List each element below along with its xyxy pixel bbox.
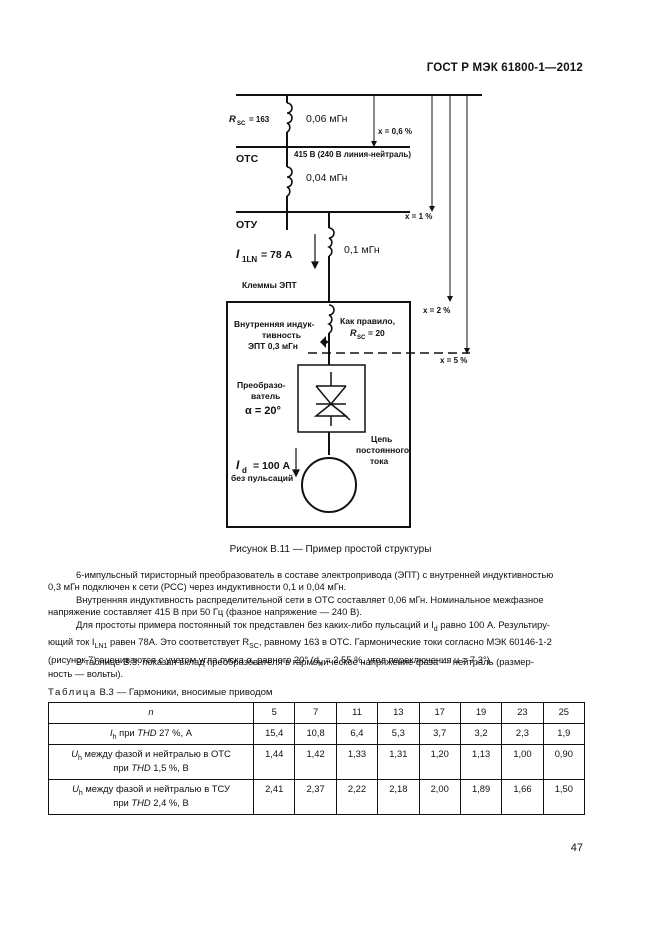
- table-cell: 1,13: [459, 744, 503, 780]
- table-cell: 1,66: [501, 779, 544, 815]
- label-x-06: x = 0,6 %: [378, 127, 412, 136]
- id-symbol: I: [236, 458, 240, 472]
- i1ln-sub: 1LN: [242, 255, 257, 264]
- col-header: 5: [252, 702, 296, 724]
- table-cell: 1,33: [335, 744, 379, 780]
- page-number: 47: [570, 842, 583, 854]
- i1ln-symbol: I: [236, 247, 240, 261]
- label-l-004: 0,04 мГн: [306, 172, 348, 184]
- table-header-row: n 5 7 11 13 17 19 23 25: [48, 702, 586, 724]
- table-cell: 2,41: [252, 779, 296, 815]
- table-cell: 5,3: [377, 723, 420, 745]
- label-oty: ОТУ: [236, 219, 258, 231]
- dc-circuit-circle: [301, 457, 357, 513]
- rsc-163-value: = 163: [249, 115, 270, 124]
- col-header: 13: [377, 702, 420, 724]
- table-cell: 2,3: [501, 723, 544, 745]
- circuit-diagram: R SC = 163 0,06 мГн x = 0,6 % ОТС 415 В …: [226, 94, 482, 528]
- row-label-ih: Ih при THD 27 %, А: [48, 723, 254, 745]
- paragraph-2: Внутренняя индуктивность распределительн…: [48, 594, 544, 618]
- rsc-163-symbol: R: [229, 114, 236, 125]
- col-header: 17: [418, 702, 461, 724]
- label-l-006: 0,06 мГн: [306, 113, 348, 125]
- label-vnutr-3: ЭПТ 0,3 мГн: [248, 341, 298, 351]
- inductor-004: [286, 166, 293, 197]
- paragraph-1: 6-импульсный тиристорный преобразователь…: [48, 569, 554, 593]
- label-x-1: x = 1 %: [405, 212, 432, 221]
- col-header: 23: [501, 702, 544, 724]
- rsc-20-value: = 20: [368, 328, 385, 338]
- label-vnutr-1: Внутренняя индук-: [234, 319, 315, 329]
- table-cell: 0,90: [542, 744, 586, 780]
- drive-box: [226, 301, 411, 528]
- col-header: 11: [335, 702, 379, 724]
- label-bez: без пульсаций: [231, 473, 293, 483]
- label-preob-2: ватель: [251, 391, 280, 401]
- id-value: = 100 А: [253, 460, 290, 472]
- table-cell: 15,4: [252, 723, 296, 745]
- col-header: 25: [542, 702, 586, 724]
- rsc-20-sub: SC: [357, 335, 366, 341]
- col-header: 19: [459, 702, 503, 724]
- label-cep-2: постоянного: [356, 445, 409, 455]
- figure-caption: Рисунок В.11 — Пример простой структуры: [229, 544, 432, 555]
- i1ln-value: = 78 А: [261, 249, 293, 261]
- paragraph-4: В таблице В.3. показан вклад преобразова…: [48, 656, 534, 680]
- label-klemmy: Клеммы ЭПТ: [242, 280, 297, 290]
- label-x-5: x = 5 %: [440, 356, 467, 365]
- table-cell: 1,00: [501, 744, 544, 780]
- rsc-163-sub: SC: [237, 121, 246, 127]
- label-kak-1: Как правило,: [340, 316, 395, 326]
- label-vnutr-2: тивность: [262, 330, 301, 340]
- label-preob-1: Преобразо-: [237, 380, 286, 390]
- id-sub: d: [242, 466, 247, 475]
- table-cell: 2,18: [377, 779, 420, 815]
- label-l-01: 0,1 мГн: [344, 244, 380, 256]
- label-x-2: x = 2 %: [423, 306, 450, 315]
- table-cell: 1,42: [294, 744, 337, 780]
- table-row: Ih при THD 27 %, А 15,4 10,8 6,4 5,3 3,7…: [48, 723, 586, 745]
- paragraph-3: Для простоты примера постоянный ток пред…: [48, 619, 552, 668]
- thyristor-symbol: [313, 372, 351, 426]
- converter-box: [297, 364, 366, 433]
- rsc-20-symbol: R: [350, 328, 357, 338]
- label-alpha: α = 20°: [245, 405, 281, 417]
- harmonics-table: n 5 7 11 13 17 19 23 25 Ih при THD 27 %,…: [48, 702, 586, 815]
- label-cep-1: Цепь: [371, 434, 392, 444]
- label-voltage: 415 В (240 В линия-нейтраль): [294, 150, 411, 159]
- label-cep-3: тока: [370, 456, 388, 466]
- table-cell: 1,9: [542, 723, 586, 745]
- table-cell: 1,50: [542, 779, 586, 815]
- inductor-006: [286, 102, 293, 133]
- table-cell: 3,7: [418, 723, 461, 745]
- table-cell: 3,2: [459, 723, 503, 745]
- table-caption: Таблица В.3 — Гармоники, вносимые привод…: [48, 687, 273, 698]
- page-header: ГОСТ Р МЭК 61800-1—2012: [426, 62, 583, 74]
- table-cell: 1,44: [252, 744, 296, 780]
- inductor-01: [327, 227, 335, 257]
- table-cell: 2,00: [418, 779, 461, 815]
- table-cell: 10,8: [294, 723, 337, 745]
- col-header: 7: [294, 702, 337, 724]
- inductor-03: [327, 304, 335, 334]
- label-otc: ОТС: [236, 153, 259, 165]
- table-cell: 2,37: [294, 779, 337, 815]
- table-cell: 2,22: [335, 779, 379, 815]
- table-cell: 1,89: [459, 779, 503, 815]
- table-cell: 1,31: [377, 744, 420, 780]
- header-n: n: [48, 702, 254, 724]
- table-cell: 6,4: [335, 723, 379, 745]
- table-cell: 1,20: [418, 744, 461, 780]
